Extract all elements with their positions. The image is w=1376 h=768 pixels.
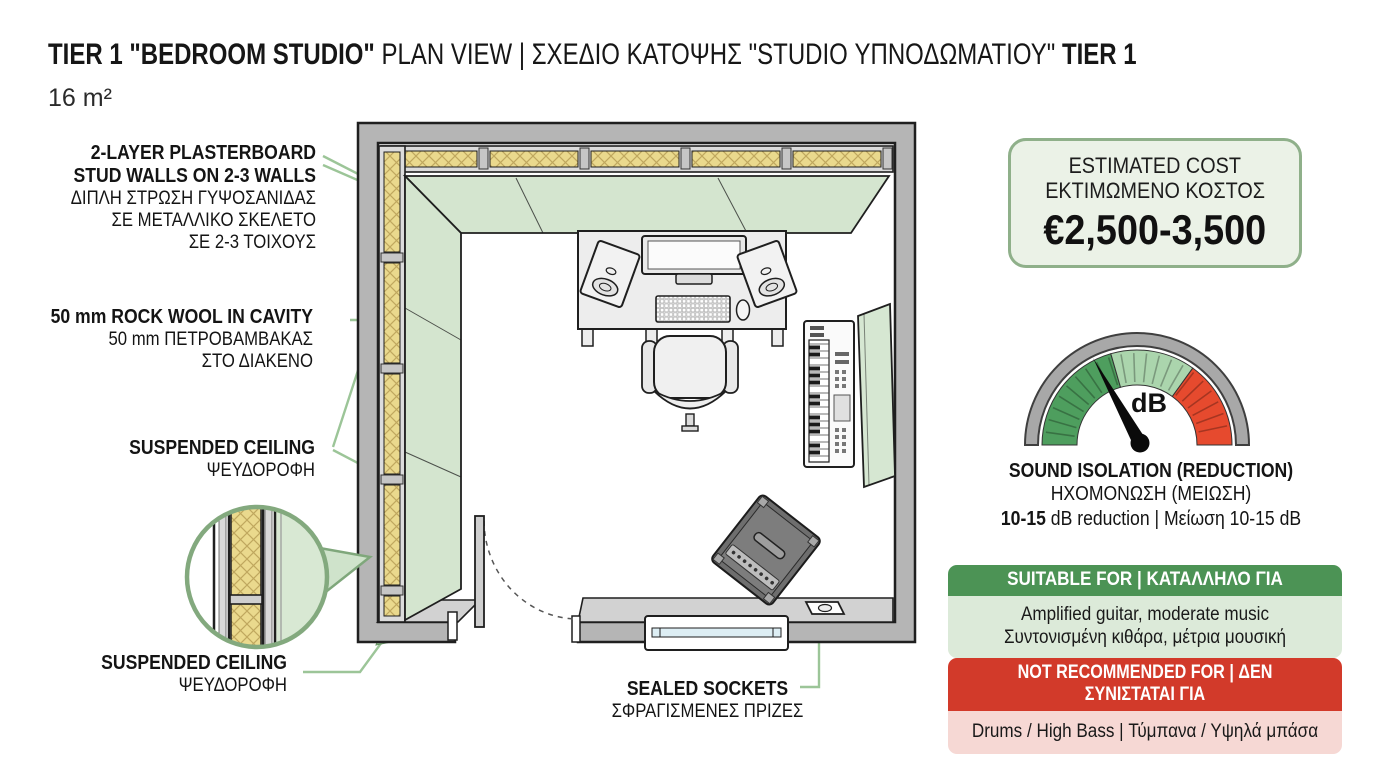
studio-desk [577, 230, 798, 347]
mouse [735, 299, 751, 321]
sockets-en: SEALED SOCKETS [626, 678, 789, 700]
title-tier-bold: TIER 1 "BEDROOM STUDIO" [48, 38, 375, 71]
gauge-needle [1093, 358, 1147, 447]
annotation-ceiling-lower: SUSPENDED CEILING ΨΕΥΔΟΡΟΦΗ [23, 652, 287, 697]
computer-keyboard [655, 295, 731, 323]
cost-title-en: ESTIMATED COST [1068, 152, 1242, 178]
annotation-sockets: SEALED SOCKETS ΣΦΡΑΓΙΣΜΕΝΕΣ ΠΡΙΖΕΣ [578, 678, 838, 723]
gauge-title-gr: ΗΧΟΜΟΝΩΣΗ (ΜΕΙΩΣΗ) [1050, 483, 1252, 505]
title-regular: PLAN VIEW | ΣΧΕΔΙΟ ΚΑΤΟΨΗΣ "STUDIO ΥΠΝΟΔ… [374, 38, 1062, 71]
plasterboard-en-line2: STUD WALLS ON 2-3 WALLS [73, 165, 316, 187]
sound-isolation-gauge: dB [1023, 332, 1251, 453]
outer-wall [356, 121, 917, 644]
annotation-rockwool: 50 mm ROCK WOOL IN CAVITY 50 mm ΠΕΤΡΟΒΑΜ… [23, 306, 313, 373]
left-speaker [579, 240, 641, 308]
plasterboard-gr-line2: ΣΕ ΜΕΤΑΛΛΙΚΟ ΣΚΕΛΕΤΟ [111, 210, 316, 231]
cost-title-gr: ΕΚΤΙΜΩΜΕΝΟ ΚΟΣΤΟΣ [1045, 177, 1265, 203]
gauge-value-line: 10-15 dB reduction | Μείωση 10-15 dB [975, 506, 1327, 533]
window [644, 615, 789, 651]
cost-value: €2,500-3,500 [1043, 205, 1267, 253]
title-tier2-bold: TIER 1 [1061, 38, 1137, 71]
rockwool-en: 50 mm ROCK WOOL IN CAVITY [50, 306, 314, 328]
plasterboard-gr-line1: ΔΙΠΛΗ ΣΤΡΩΣΗ ΓΥΨΟΣΑΝΙΔΑΣ [70, 188, 316, 209]
gauge-ring [1023, 332, 1251, 446]
not-recommended-panel: NOT RECOMMENDED FOR | ΔΕΝ ΣΥΝΙΣΤΑΤΑΙ ΓΙΑ… [948, 658, 1342, 754]
ceiling-upper-gr: ΨΕΥΔΟΡΟΦΗ [206, 460, 315, 481]
suspended-ceiling-band [402, 173, 891, 622]
gauge-value-bold: 10-15 [1000, 508, 1046, 530]
wall-detail-callout [184, 504, 373, 650]
gauge-captions: SOUND ISOLATION (REDUCTION) ΗΧΟΜΟΝΩΣΗ (Μ… [951, 460, 1351, 533]
ceiling-lower-gr: ΨΕΥΔΟΡΟΦΗ [178, 675, 287, 696]
door [447, 515, 581, 643]
rockwool-gr-line1: 50 mm ΠΕΤΡΟΒΑΜΒΑΚΑΣ [108, 329, 314, 350]
gauge-green-zone [1041, 353, 1122, 446]
estimated-cost-box: ESTIMATED COST ΕΚΤΙΜΩΜΕΝΟ ΚΟΣΤΟΣ €2,500-… [1008, 138, 1302, 268]
midi-keyboard [803, 320, 855, 468]
suitable-for-panel: SUITABLE FOR | ΚΑΤΑΛΛΗΛΟ ΓΙΑ Amplified g… [948, 565, 1342, 658]
rockwool-gr-line2: ΣΤΟ ΔΙΑΚΕΝΟ [201, 351, 313, 372]
left-stud-wall [378, 145, 406, 623]
annotation-ceiling-upper: SUSPENDED CEILING ΨΕΥΔΟΡΟΦΗ [51, 437, 315, 482]
top-stud-wall [380, 145, 894, 173]
acoustic-panel [857, 302, 896, 489]
suitable-header: SUITABLE FOR | ΚΑΤΑΛΛΗΛΟ ΓΙΑ [1007, 569, 1283, 590]
not-recommended-header: NOT RECOMMENDED FOR | ΔΕΝ ΣΥΝΙΣΤΑΤΑΙ ΓΙΑ [1017, 662, 1273, 705]
plasterboard-gr-line3: ΣΕ 2-3 ΤΟΙΧΟΥΣ [188, 232, 316, 253]
sockets-gr: ΣΦΡΑΓΙΣΜΕΝΕΣ ΠΡΙΖΕΣ [611, 701, 804, 722]
gauge-red-zone [1171, 367, 1233, 446]
suitable-line-gr: Συντονισμένη κιθάρα, μέτρια μουσική [1003, 627, 1287, 648]
ceiling-lower-en: SUSPENDED CEILING [101, 652, 288, 674]
gauge-value-rest: dB reduction | Μείωση 10-15 dB [1045, 508, 1302, 530]
sealed-socket [804, 601, 846, 615]
gauge-unit-label: dB [1131, 388, 1167, 418]
page-title: TIER 1 "BEDROOM STUDIO" PLAN VIEW | ΣΧΕΔ… [48, 38, 1137, 72]
guitar-amp [711, 494, 821, 606]
right-speaker [736, 240, 798, 308]
office-chair [641, 335, 739, 432]
computer-monitor [641, 235, 747, 285]
not-recommended-line: Drums / High Bass | Τύμπανα / Υψηλά μπάσ… [971, 721, 1319, 742]
annotation-plasterboard: 2-LAYER PLASTERBOARD STUD WALLS ON 2-3 W… [26, 142, 316, 254]
area-label: 16 m² [48, 84, 112, 112]
suitable-line-en: Amplified guitar, moderate music [1020, 604, 1270, 625]
ceiling-upper-en: SUSPENDED CEILING [129, 437, 315, 459]
gauge-title-en: SOUND ISOLATION (REDUCTION) [1008, 460, 1294, 482]
plasterboard-en-line1: 2-LAYER PLASTERBOARD [90, 142, 317, 164]
